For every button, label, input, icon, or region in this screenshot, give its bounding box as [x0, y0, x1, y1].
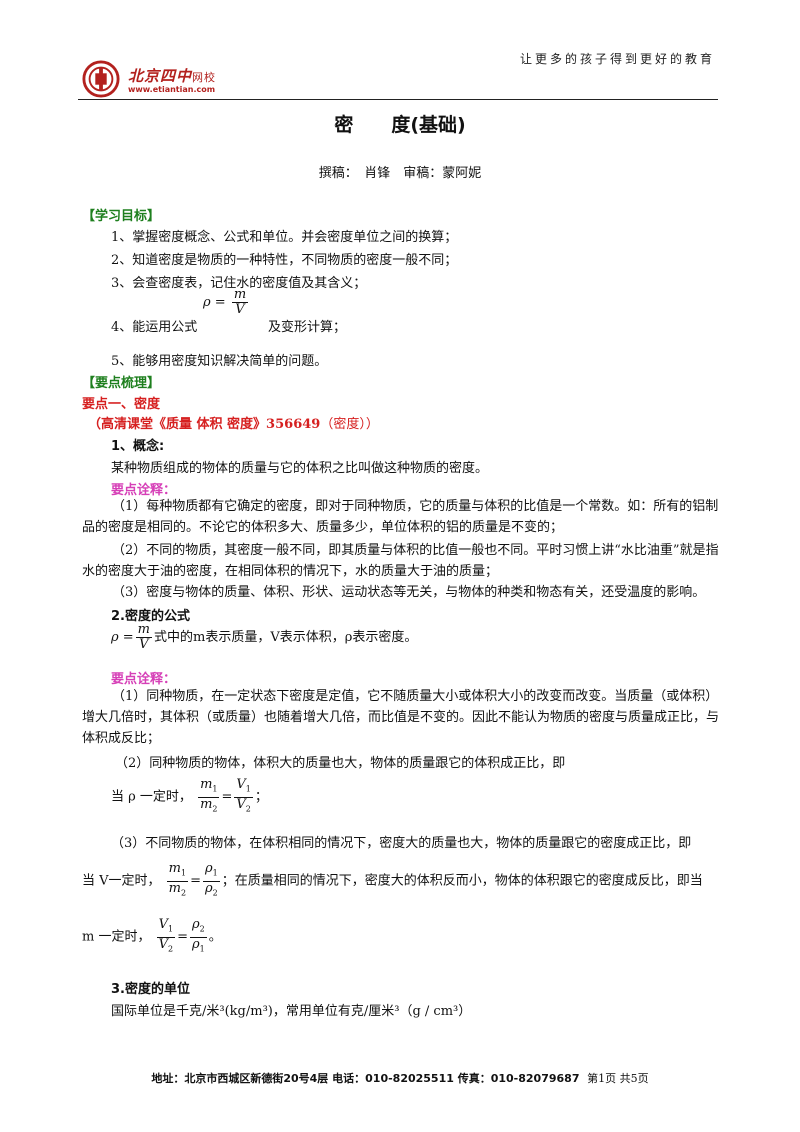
logo-url: www.etiantian.com — [128, 85, 216, 94]
note-paragraph: （1）同种物质，在一定状态下密度是定值，它不随质量大小或体积大小的改变而改变。当… — [82, 689, 720, 746]
note-paragraph: （1）每种物质都有它确定的密度，即对于同种物质，它的质量与体积的比值是一个常数。… — [82, 499, 719, 535]
note-label: 要点诠释： — [111, 483, 177, 498]
points-heading: 【要点梳理】 — [82, 376, 161, 391]
goal-item: 5、能够用密度知识解决简单的问题。 — [111, 354, 328, 369]
note-paragraph: （2）同种物质的物体，体积大的质量也大，物体的质量跟它的体积成正比，即 — [115, 756, 566, 771]
header-divider — [78, 99, 718, 100]
goal-item: 4、能运用公式 — [111, 320, 198, 335]
note-paragraph: （2）不同的物质，其密度一般不同，即其质量与体积的比值一般也不同。平时习惯上讲“… — [82, 543, 719, 579]
note-paragraph: （3）密度与物体的质量、体积、形状、运动状态等无关，与物体的种类和物态有关，还受… — [112, 585, 706, 600]
point-one-heading: 要点一、密度 — [82, 397, 161, 412]
goal-item: 1、掌握密度概念、公式和单位。并会密度单位之间的换算； — [111, 230, 458, 245]
note-label: 要点诠释： — [111, 672, 177, 687]
unit-heading: 3.密度的单位 — [111, 982, 190, 997]
unit-text: 国际单位是千克/米³(kg/m³)，常用单位有克/厘米³（g / cm³） — [111, 1004, 472, 1019]
school-seal-icon — [82, 60, 120, 98]
goals-heading: 【学习目标】 — [82, 209, 161, 224]
authors-line: 撰稿： 肖锋 审稿：蒙阿妮 — [318, 166, 482, 181]
note-paragraph: （3）不同物质的物体，在体积相同的情况下，密度大的质量也大，物体的质量跟它的密度… — [111, 836, 692, 851]
goal-item: 2、知道密度是物质的一种特性，不同物质的密度一般不同； — [111, 253, 458, 268]
goal-item: 及变形计算； — [268, 320, 347, 335]
logo-name: 北京四中网校 — [128, 67, 217, 85]
page-number: 第1页 共5页 — [587, 1072, 649, 1085]
header-slogan: 让更多的孩子得到更好的教育 — [520, 52, 716, 66]
concept-text: 某种物质组成的物体的质量与它的体积之比叫做这种物质的密度。 — [111, 461, 489, 476]
concept-heading: 1、概念: — [111, 439, 165, 454]
page-footer: 地址：北京市西城区新德街20号4层 电话：010-82025511 传真：010… — [151, 1072, 649, 1085]
goal-item: 3、会查密度表，记住水的密度值及其含义； — [111, 276, 367, 291]
formula-heading: 2.密度的公式 — [111, 609, 190, 624]
lesson-reference: （高清课堂《质量 体积 密度》356649（密度）） — [88, 417, 379, 432]
page-title: 密 度(基础) — [334, 114, 466, 136]
